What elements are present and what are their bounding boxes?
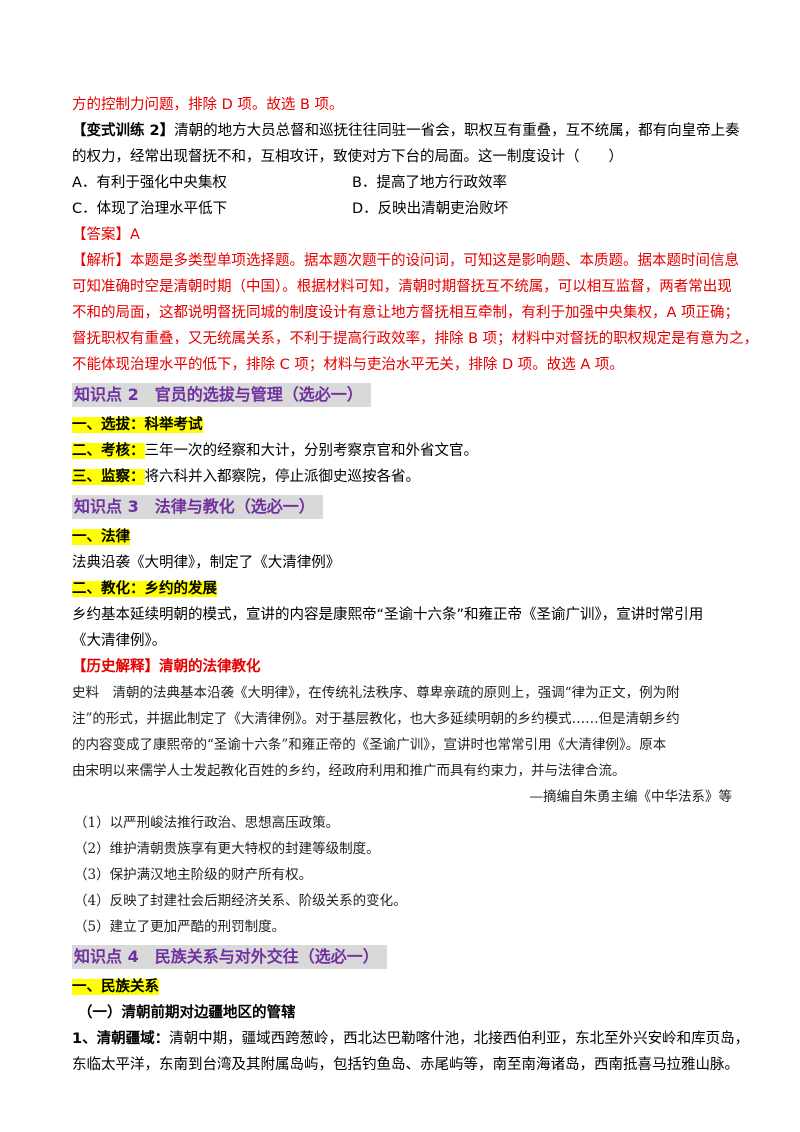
analysis-line-5: 不能体现治理水平的低下，排除 C 项；材料与吏治水平无关，排除 D 项。故选 A…	[72, 357, 624, 373]
kp2-item-2-text: 三年一次的经察和大计，分别考察京官和外省文官。	[144, 443, 479, 459]
option-d: D．反映出清朝吏治败坏	[352, 201, 509, 217]
kp4-item-text-1: 清朝中期，疆域西跨葱岭，西北达巴勒喀什池，北接西伯利亚，东北至外兴安岭和库页岛，	[169, 1031, 750, 1047]
option-b: B．提高了地方行政效率	[352, 175, 507, 191]
kp2-item-2-label: 二、考核：	[72, 443, 145, 459]
option-row-1: A．有利于强化中央集权 B．提高了地方行政效率	[72, 170, 732, 196]
numbered-point-1: （1）以严刑峻法推行政治、思想高压政策。	[74, 815, 340, 831]
kp2-item-2: 二、考核：三年一次的经察和大计，分别考察京官和外省文官。	[72, 438, 732, 464]
option-row-2: C．体现了治理水平低下 D．反映出清朝吏治败坏	[72, 196, 732, 222]
kp2-item-3-text: 将六科并入都察院，停止派御史巡按各省。	[144, 469, 421, 485]
kp4-item-label: 1、清朝疆域：	[72, 1031, 170, 1047]
kp3-law-text: 法典沿袭《大明律》，制定了《大清律例》	[72, 555, 341, 571]
kp3-law-label: 一、法律	[72, 529, 130, 545]
kp4-sub1: 一、民族关系	[72, 974, 732, 1000]
kp3-edu-heading: 二、教化：乡约的发展	[72, 576, 732, 602]
exercise-question-line-1: 【变式训练 2】清朝的地方大员总督和巡抚往往同驻一省会，职权互有重叠，互不统属，…	[72, 118, 740, 144]
option-c: C．体现了治理水平低下	[72, 201, 228, 217]
exercise-question-text-1: 清朝的地方大员总督和巡抚往往同驻一省会，职权互有重叠，互不统属，都有向皇帝上奏	[174, 123, 740, 139]
kp4-item-line-2: 东临太平洋，东南到台湾及其附属岛屿，包括钓鱼岛、赤尾屿等，南至南海诸岛，西南抵喜…	[72, 1057, 739, 1073]
kp3-heading: 知识点 3 法律与教化（选必一）	[72, 494, 732, 520]
kp2-item-3-label: 三、监察：	[72, 469, 145, 485]
source-line-4: 由宋明以来儒学人士发起教化百姓的乡约，经政府利用和推广而具有约束力，并与法律合流…	[72, 763, 626, 779]
kp2-item-1-label: 一、选拔：科举考试	[72, 417, 203, 433]
exercise-tag: 【变式训练 2】	[72, 123, 175, 139]
answer-line: 【答案】A	[72, 222, 732, 248]
analysis-line-1: 【解析】本题是多类型单项选择题。据本题次题干的设问词，可知这是影响题、本质题。据…	[72, 248, 739, 274]
kp4-item-line-1: 1、清朝疆域：清朝中期，疆域西跨葱岭，西北达巴勒喀什池，北接西伯利亚，东北至外兴…	[72, 1026, 749, 1052]
kp2-heading: 知识点 2 官员的选拔与管理（选必一）	[72, 382, 732, 408]
analysis-text-1: 本题是多类型单项选择题。据本题次题干的设问词，可知这是影响题、本质题。据本题时间…	[130, 253, 739, 269]
kp4-heading: 知识点 4 民族关系与对外交往（选必一）	[72, 944, 732, 970]
kp3-edu-label: 二、教化：乡约的发展	[72, 581, 217, 597]
option-a: A．有利于强化中央集权	[72, 175, 227, 191]
answer-label: 【答案】	[72, 227, 130, 243]
kp2-title: 知识点 2 官员的选拔与管理（选必一）	[72, 383, 371, 407]
source-line-2: 注”的形式，并据此制定了《大清律例》。对于基层教化，也大多延续明朝的乡约模式………	[72, 711, 680, 727]
history-explanation-title: 【历史解释】清朝的法律教化	[72, 659, 261, 675]
kp4-title: 知识点 4 民族关系与对外交往（选必一）	[72, 945, 387, 969]
kp2-item-1: 一、选拔：科举考试	[72, 412, 732, 438]
source-citation: —摘编自朱勇主编《中华法系》等	[529, 789, 733, 805]
numbered-point-2: （2）维护清朝贵族享有更大特权的封建等级制度。	[74, 841, 380, 857]
numbered-point-4: （4）反映了封建社会后期经济关系、阶级关系的变化。	[74, 893, 407, 909]
exercise-question-line-2: 的权力，经常出现督抚不和，互相攻讦，致使对方下台的局面。这一制度设计（ ）	[72, 149, 623, 165]
analysis-line-4: 督抚职权有重叠，又无统属关系，不利于提高行政效率，排除 B 项；材料中对督抚的职…	[72, 331, 759, 347]
kp4-sub2: （一）清朝前期对边疆地区的管辖	[78, 1005, 296, 1021]
kp3-edu-line-1: 乡约基本延续明朝的模式，宣讲的内容是康熙帝“圣谕十六条”和雍正帝《圣谕广训》，宣…	[72, 607, 704, 623]
answer-value: A	[130, 227, 140, 243]
numbered-point-5: （5）建立了更加严酷的刑罚制度。	[74, 919, 286, 935]
numbered-point-3: （3）保护满汉地主阶级的财产所有权。	[74, 867, 313, 883]
analysis-label: 【解析】	[72, 253, 130, 269]
kp3-edu-line-2: 《大清律例》。	[72, 633, 167, 649]
source-line-3: 的内容变成了康熙帝的“圣谕十六条”和雍正帝的《圣谕广训》，宣讲时也常常引用《大清…	[72, 737, 667, 753]
kp3-law-heading: 一、法律	[72, 524, 732, 550]
previous-analysis-tail: 方的控制力问题，排除 D 项。故选 B 项。	[72, 97, 344, 113]
analysis-line-3: 不和的局面，这都说明督抚同城的制度设计有意让地方督抚相互牵制，有利于加强中央集权…	[72, 305, 740, 321]
document-page: 方的控制力问题，排除 D 项。故选 B 项。 【变式训练 2】清朝的地方大员总督…	[72, 92, 759, 1078]
kp2-item-3: 三、监察：将六科并入都察院，停止派御史巡按各省。	[72, 464, 732, 490]
kp3-title: 知识点 3 法律与教化（选必一）	[72, 495, 323, 519]
source-line-1: 史料 清朝的法典基本沿袭《大明律》，在传统礼法秩序、尊卑亲疏的原则上，强调“律为…	[72, 685, 680, 701]
analysis-line-2: 可知准确时空是清朝时期（中国）。根据材料可知，清朝时期督抚互不统属，可以相互监督…	[72, 279, 732, 295]
kp4-sub1-label: 一、民族关系	[72, 979, 159, 995]
